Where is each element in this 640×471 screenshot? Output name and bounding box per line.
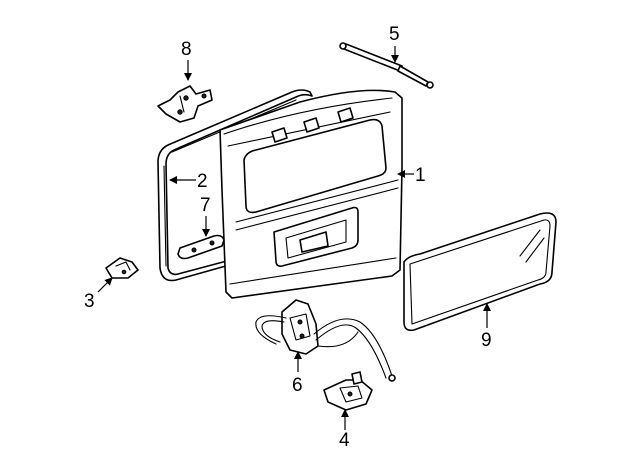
callout-2: 2 <box>197 171 208 192</box>
liftgate-glass <box>403 212 557 332</box>
support-strut <box>339 42 434 89</box>
callout-9: 9 <box>481 330 492 351</box>
liftgate-latch <box>255 299 396 382</box>
callout-7: 7 <box>200 195 211 216</box>
striker <box>105 257 139 279</box>
callout-3: 3 <box>84 291 95 312</box>
bracket <box>177 234 225 260</box>
callout-8: 8 <box>181 39 192 60</box>
callout-5: 5 <box>389 24 400 45</box>
lock-bracket <box>323 371 373 411</box>
callout-6: 6 <box>292 375 303 396</box>
liftgate-panel <box>219 89 403 299</box>
callout-1: 1 <box>415 165 426 186</box>
callout-4: 4 <box>339 430 350 451</box>
leader-lines <box>97 46 491 430</box>
liftgate-hinge <box>157 85 213 123</box>
